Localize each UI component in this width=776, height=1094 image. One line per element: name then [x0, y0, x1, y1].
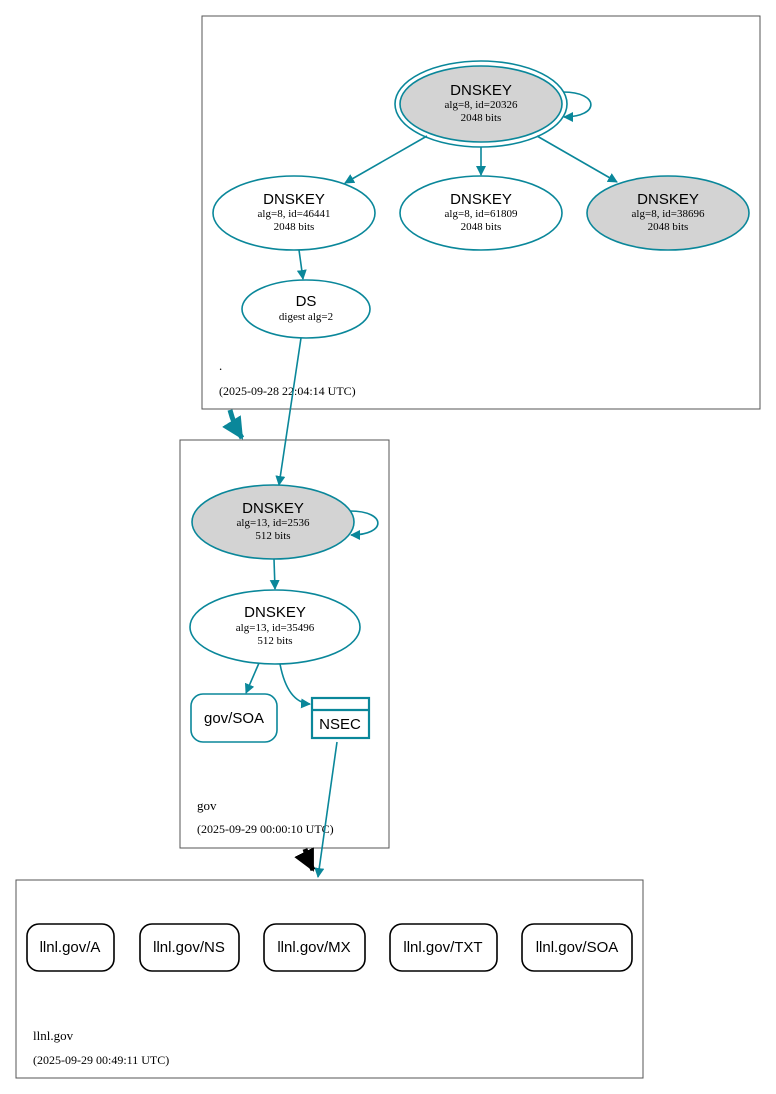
delegation-root-to-gov [222, 409, 245, 440]
gov-dnskey-35496-alg: alg=13, id=35496 [236, 622, 315, 634]
gov-dnskey-35496[interactable]: DNSKEY alg=13, id=35496 512 bits [189, 589, 361, 665]
llnl-ns-label: llnl.gov/NS [153, 939, 225, 956]
edge-46441-to-ds [296, 249, 307, 280]
root-zone-timestamp: (2025-09-28 22:04:14 UTC) [219, 384, 356, 398]
root-dnskey-20326-alg: alg=8, id=20326 [445, 99, 518, 111]
root-dnskey-46441-title: DNSKEY [263, 191, 325, 208]
gov-zone-timestamp: (2025-09-29 00:00:10 UTC) [197, 822, 334, 836]
gov-dnskey-35496-title: DNSKEY [244, 604, 306, 621]
root-ksk-self-sign-edge [562, 91, 592, 122]
root-dnskey-61809-bits: 2048 bits [461, 221, 502, 233]
gov-dnskey-2536-title: DNSKEY [242, 500, 304, 517]
llnl-txt-rrset[interactable]: llnl.gov/TXT [389, 923, 498, 972]
llnl-soa-label: llnl.gov/SOA [536, 939, 619, 956]
gov-ds-record[interactable]: DS digest alg=2 [241, 279, 371, 339]
gov-dnskey-2536-alg: alg=13, id=2536 [237, 517, 310, 529]
edge-ksk-to-46441 [344, 135, 428, 184]
edge-nsec-to-llnl [314, 741, 338, 878]
edge-gov-zsk-to-soa [244, 662, 260, 694]
edge-gov-ksk-to-zsk [269, 558, 280, 590]
root-dnskey-61809-alg: alg=8, id=61809 [445, 208, 518, 220]
llnl-mx-rrset[interactable]: llnl.gov/MX [263, 923, 366, 972]
root-dnskey-20326-title: DNSKEY [450, 82, 512, 99]
edge-ksk-to-38696 [536, 135, 618, 183]
root-dnskey-38696-bits: 2048 bits [648, 221, 689, 233]
llnl-mx-label: llnl.gov/MX [277, 939, 350, 956]
root-dnskey-46441[interactable]: DNSKEY alg=8, id=46441 2048 bits [212, 175, 376, 251]
root-dnskey-46441-alg: alg=8, id=46441 [258, 208, 331, 220]
llnl-a-rrset[interactable]: llnl.gov/A [26, 923, 115, 972]
gov-ds-digest: digest alg=2 [279, 311, 333, 323]
gov-ksk-self-sign-edge [349, 510, 379, 540]
root-dnskey-61809[interactable]: DNSKEY alg=8, id=61809 2048 bits [399, 175, 563, 251]
gov-soa-rrset[interactable]: gov/SOA [190, 693, 278, 743]
llnl-zone-timestamp: (2025-09-29 00:49:11 UTC) [33, 1053, 169, 1067]
llnl-ns-rrset[interactable]: llnl.gov/NS [139, 923, 240, 972]
gov-ds-title: DS [296, 293, 317, 310]
edge-gov-zsk-to-nsec [279, 663, 311, 709]
root-dnskey-61809-title: DNSKEY [450, 191, 512, 208]
gov-nsec-rrset[interactable]: NSEC [310, 696, 371, 740]
root-dnskey-38696-alg: alg=8, id=38696 [632, 208, 705, 220]
llnl-zone-name: llnl.gov [33, 1028, 74, 1043]
gov-soa-label: gov/SOA [204, 710, 264, 727]
llnl-txt-label: llnl.gov/TXT [403, 939, 482, 956]
root-dnskey-38696-title: DNSKEY [637, 191, 699, 208]
root-dnskey-38696[interactable]: DNSKEY alg=8, id=38696 2048 bits [586, 175, 750, 251]
delegation-gov-to-llnl [294, 847, 316, 872]
gov-zone-name: gov [197, 798, 217, 813]
llnl-soa-rrset[interactable]: llnl.gov/SOA [521, 923, 633, 972]
llnl-a-label: llnl.gov/A [40, 939, 101, 956]
gov-nsec-label: NSEC [319, 716, 361, 733]
root-dnskey-46441-bits: 2048 bits [274, 221, 315, 233]
gov-dnskey-2536[interactable]: DNSKEY alg=13, id=2536 512 bits [191, 484, 355, 560]
root-zone-name: . [219, 358, 222, 373]
gov-dnskey-2536-bits: 512 bits [255, 530, 290, 542]
llnl-zone-box [15, 879, 644, 1079]
root-dnskey-20326[interactable]: DNSKEY alg=8, id=20326 2048 bits [394, 60, 568, 148]
edge-ds-to-gov-ksk [275, 337, 302, 486]
gov-dnskey-35496-bits: 512 bits [257, 635, 292, 647]
root-dnskey-20326-bits: 2048 bits [461, 112, 502, 124]
